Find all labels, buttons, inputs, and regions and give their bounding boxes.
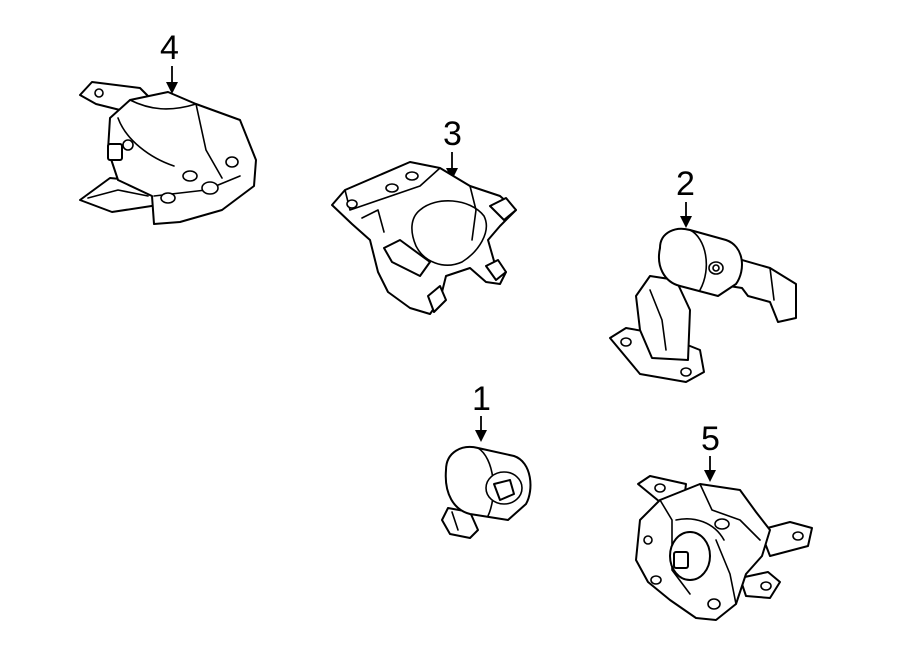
arrow-1 (475, 416, 487, 442)
part-5-mount[interactable]: 5 (635, 420, 813, 621)
callout-4: 4 (160, 29, 179, 67)
part-2-mount[interactable]: 2 (609, 165, 797, 383)
part-4-mount[interactable]: 4 (79, 29, 257, 225)
arrow-5 (704, 456, 716, 482)
arrow-2 (680, 202, 692, 228)
callout-2: 2 (676, 165, 695, 203)
part-3-bracket[interactable]: 3 (331, 115, 517, 315)
callout-3: 3 (443, 115, 462, 153)
part-1-bushing[interactable]: 1 (441, 380, 532, 539)
callout-1: 1 (472, 380, 491, 418)
arrow-3 (446, 152, 458, 180)
callout-5: 5 (701, 420, 720, 458)
arrow-4 (166, 66, 178, 94)
